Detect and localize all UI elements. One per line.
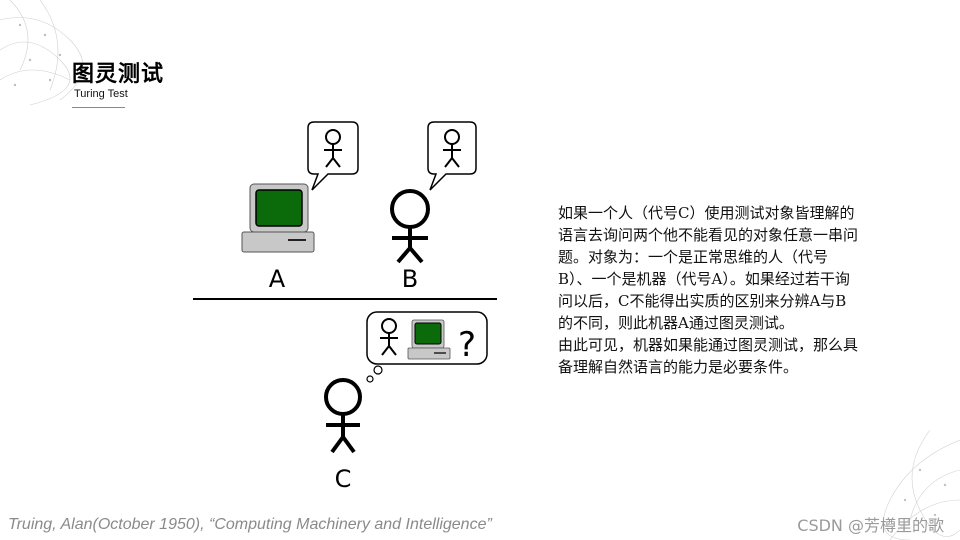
person-figure-c bbox=[324, 378, 362, 454]
watermark: CSDN @芳樽里的歌 bbox=[797, 516, 944, 535]
person-icon bbox=[324, 129, 342, 168]
decorative-network-pattern-top-left bbox=[0, 0, 84, 106]
label-b: B bbox=[402, 265, 418, 293]
label-c: C bbox=[335, 465, 352, 493]
person-icon bbox=[380, 318, 398, 356]
person-icon bbox=[443, 129, 461, 168]
thought-bubble-c: ? bbox=[366, 311, 488, 383]
description-paragraph-2: 由此可见，机器如果能通过图灵测试，那么具备理解自然语言的能力是必要条件。 bbox=[558, 336, 859, 376]
person-figure-b bbox=[390, 189, 430, 264]
speech-bubble-a bbox=[307, 121, 359, 191]
computer-icon-a bbox=[241, 183, 315, 253]
decorative-network-pattern-bottom-right bbox=[883, 430, 960, 540]
citation: Truing, Alan(October 1950), “Computing M… bbox=[8, 516, 492, 533]
page-title: 图灵测试 bbox=[72, 62, 165, 87]
speech-bubble-b bbox=[427, 121, 477, 191]
question-mark: ? bbox=[458, 325, 476, 365]
page-subtitle: Turing Test bbox=[74, 88, 128, 100]
label-a: A bbox=[269, 265, 286, 293]
description-paragraph-1: 如果一个人（代号C）使用测试对象皆理解的语言去询问两个他不能看见的对象任意一串问… bbox=[558, 204, 859, 332]
computer-icon bbox=[407, 319, 451, 360]
title-underline bbox=[72, 107, 125, 108]
description-text: 如果一个人（代号C）使用测试对象皆理解的语言去询问两个他不能看见的对象任意一串问… bbox=[558, 202, 858, 378]
